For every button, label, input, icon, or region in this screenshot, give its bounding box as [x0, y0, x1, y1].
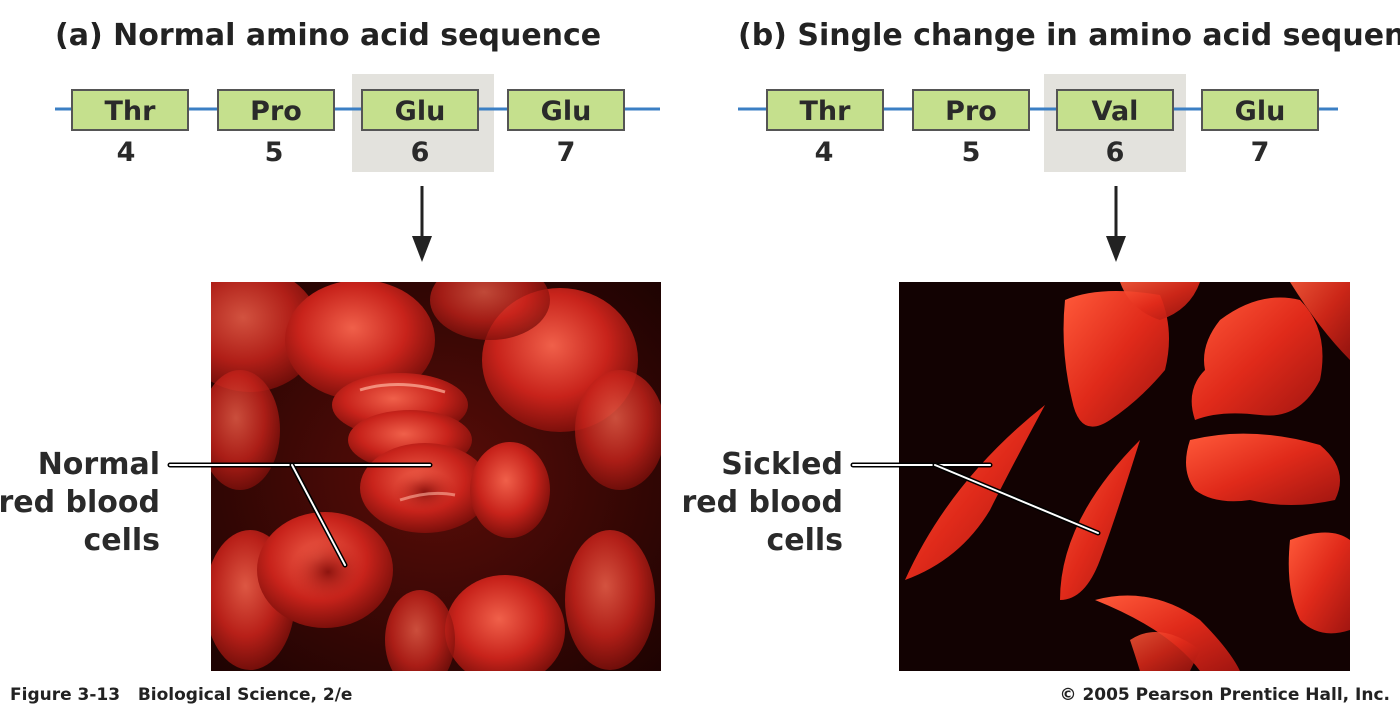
- panel-a-callout-line1: Normal: [38, 447, 160, 482]
- panel-a-position-label: 5: [265, 137, 284, 168]
- panel-b-callout-line2: red blood: [681, 485, 843, 520]
- panel-a-arrow-icon: [412, 186, 432, 262]
- panel-b-position-label: 7: [1251, 137, 1270, 168]
- panel-b-callout-line3: cells: [766, 523, 843, 558]
- panel-a-amino-box-3: [361, 89, 479, 131]
- panel-a-position-label: 7: [557, 137, 576, 168]
- panel-a-amino-label: Pro: [250, 96, 302, 127]
- panel-a: (a) Normal amino acid sequence Thr Pro G…: [0, 18, 661, 671]
- panel-a-amino-box-1: [71, 89, 189, 131]
- panel-a-amino-label: Glu: [395, 96, 446, 127]
- panel-b-amino-label: Val: [1092, 96, 1139, 127]
- panel-b-arrow-icon: [1106, 186, 1126, 262]
- panel-b-title: (b) Single change in amino acid sequence: [738, 18, 1400, 53]
- panel-a-amino-box-2: [217, 89, 335, 131]
- panel-b-position-label: 5: [962, 137, 981, 168]
- panel-a-photo-normal-cells: [211, 282, 661, 671]
- panel-b-amino-box-4: [1201, 89, 1319, 131]
- panel-a-position-label: 6: [411, 137, 430, 168]
- panel-a-amino-label: Glu: [541, 96, 592, 127]
- panel-b-amino-box-1: [766, 89, 884, 131]
- panel-b: (b) Single change in amino acid sequence…: [681, 18, 1400, 671]
- panel-b-callout-line1: Sickled: [721, 447, 843, 482]
- panel-b-position-label: 6: [1106, 137, 1125, 168]
- panel-a-title: (a) Normal amino acid sequence: [55, 18, 601, 53]
- panel-b-amino-box-2: [912, 89, 1030, 131]
- panel-b-amino-label: Thr: [800, 96, 852, 127]
- panel-b-position-label: 4: [815, 137, 834, 168]
- panel-b-amino-label: Pro: [945, 96, 997, 127]
- panel-a-callout-line3: cells: [83, 523, 160, 558]
- copyright-notice: © 2005 Pearson Prentice Hall, Inc.: [1060, 685, 1390, 705]
- panel-a-amino-box-4: [507, 89, 625, 131]
- figure-caption: Figure 3-13 Biological Science, 2/e: [10, 685, 352, 705]
- panel-a-position-label: 4: [117, 137, 136, 168]
- panel-a-callout-line2: red blood: [0, 485, 160, 520]
- panel-a-amino-label: Thr: [105, 96, 157, 127]
- panel-b-amino-box-3: [1056, 89, 1174, 131]
- panel-b-amino-label: Glu: [1235, 96, 1286, 127]
- panel-a-callout-leaders: [167, 462, 433, 568]
- panel-b-photo-sickled-cells: [899, 282, 1350, 671]
- panel-b-callout-leaders: [850, 462, 1101, 536]
